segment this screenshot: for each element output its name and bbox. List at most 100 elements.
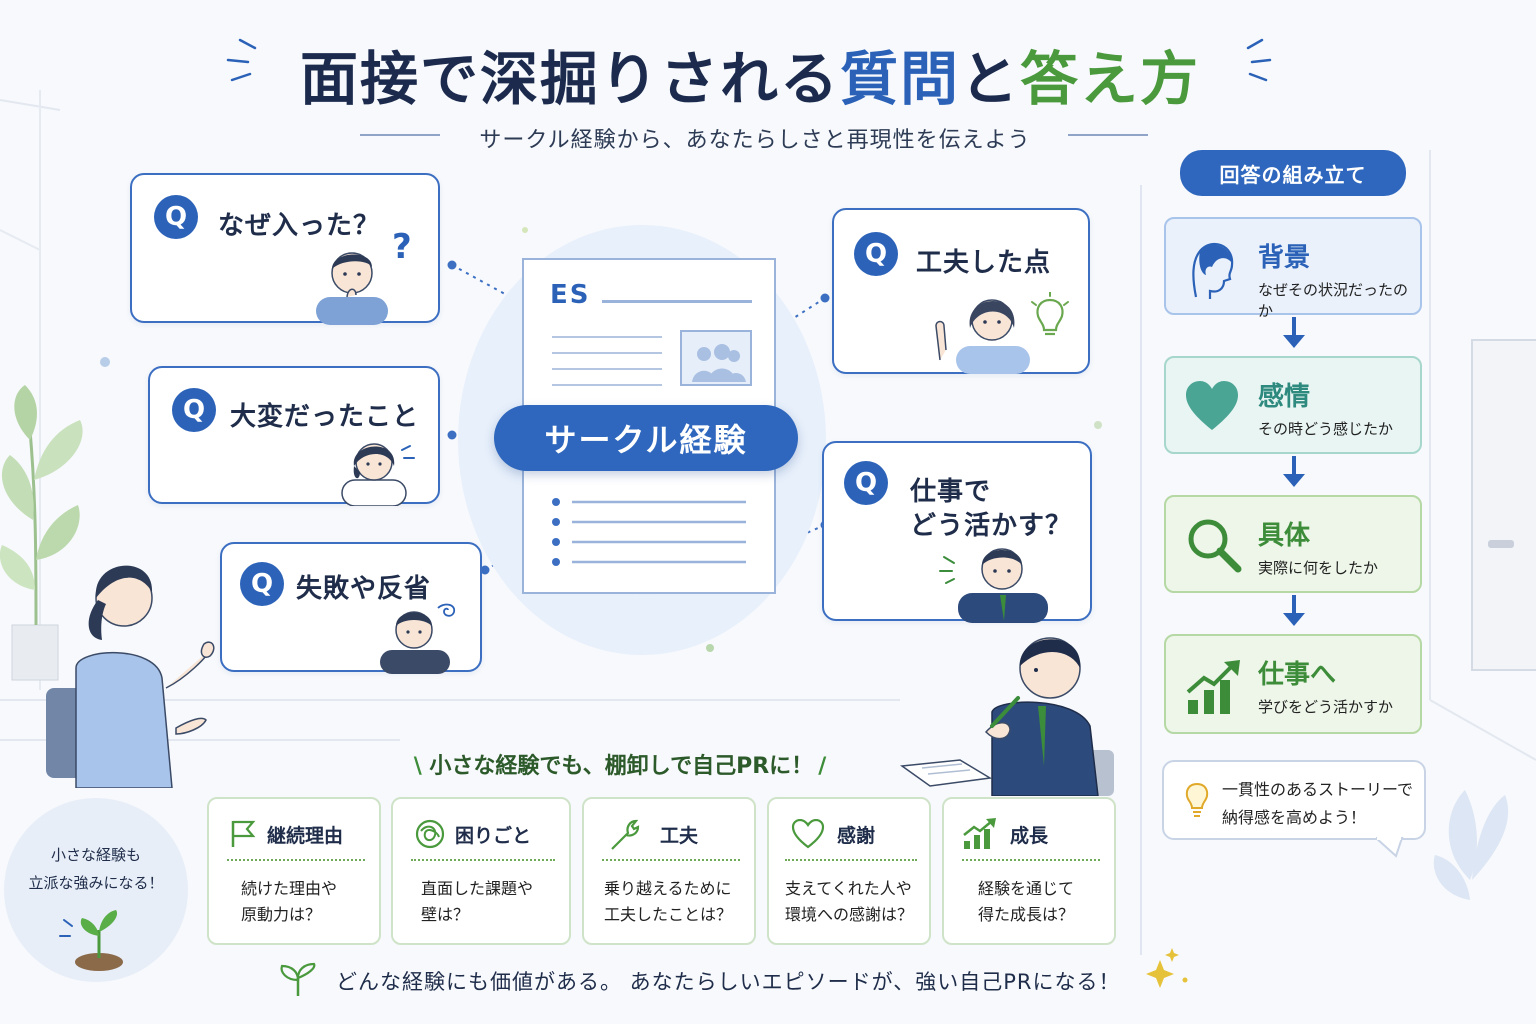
question-card-failures: Q 失敗や反省 (220, 542, 482, 674)
bullet-list (552, 498, 746, 566)
page-subtitle: サークル経験から、あなたらしさと再現性を伝えよう (479, 128, 1031, 153)
question-text: 大変だったこと (230, 402, 420, 432)
panel-divider (1140, 185, 1142, 955)
question-text: 失敗や反省 (296, 574, 432, 604)
magnifier-icon (1188, 519, 1242, 573)
inventory-card-body-line1: 続けた理由や (241, 879, 338, 898)
question-card-ingenuity: Q 工夫した点 (832, 208, 1090, 374)
tangle-icon (415, 819, 445, 849)
idea-woman-icon (935, 299, 1030, 374)
step-heading: 仕事へ (1258, 660, 1337, 690)
interviewer-man-illustration (900, 637, 1114, 796)
inventory-card-trouble: 困りごと 直面した課題や 壁は？ (391, 797, 571, 945)
sprout-badge: 小さな経験も 立派な強みになる！ (4, 798, 188, 982)
divider (227, 859, 365, 861)
inventory-card-title: 感謝 (837, 825, 876, 847)
answer-step-specifics: 具体 実際に何をしたか (1164, 495, 1422, 593)
step-subtext: その時どう感じたか (1258, 420, 1394, 438)
inventory-card-body-line2: 原動力は？ (241, 905, 322, 924)
reflecting-man-icon (380, 603, 456, 674)
inventory-card-title: 継続理由 (267, 825, 344, 847)
question-badge: Q (844, 461, 888, 505)
wrench-icon (611, 819, 640, 850)
flag-icon (231, 820, 256, 847)
question-text-line1: 仕事で (910, 477, 992, 507)
inventory-card-title: 成長 (1010, 825, 1049, 847)
tip-bubble-tail (1376, 836, 1404, 858)
question-mark-icon: ? (392, 227, 412, 267)
step-heading: 背景 (1258, 243, 1311, 273)
inventory-card-body-line2: 工夫したことは？ (604, 905, 733, 924)
footer-message: どんな経験にも価値がある。 あなたらしいエピソードが、強い自己PRになる！ (336, 970, 1121, 994)
step-heading: 具体 (1258, 521, 1311, 551)
inventory-card-body-line1: 乗り越えるために (604, 879, 732, 898)
lightbulb-icon (1185, 782, 1209, 817)
person-profile-icon (1192, 242, 1234, 299)
sprout-icon (59, 910, 123, 971)
heart-outline-icon (791, 819, 825, 849)
inventory-card-body-line1: 直面した課題や (421, 879, 534, 898)
doc-line (602, 300, 752, 303)
divider (411, 859, 555, 861)
inventory-card-body-line2: 壁は？ (421, 905, 470, 924)
step-heading: 感情 (1258, 382, 1311, 412)
inventory-card-title: 困りごと (455, 825, 532, 847)
down-arrow-icon (1283, 317, 1305, 348)
question-card-why-joined: Q なぜ入った？ ? (130, 173, 440, 325)
photo-placeholder-icon (680, 330, 752, 386)
doc-line (552, 368, 662, 370)
tip-bubble: 一貫性のあるストーリーで 納得感を高めよう！ (1162, 760, 1426, 840)
sprout-icon (280, 962, 316, 996)
tip-text-line1: 一貫性のあるストーリーで (1222, 780, 1414, 799)
lightbulb-icon (1031, 292, 1069, 336)
inventory-card-body-line1: 支えてくれた人や (785, 879, 912, 898)
interviewee-woman-illustration (46, 565, 215, 788)
tip-text-line2: 納得感を高めよう！ (1222, 808, 1367, 827)
heart-icon (1186, 381, 1238, 430)
es-label: ES (550, 280, 591, 310)
divider (962, 859, 1100, 861)
growth-chart-icon (963, 818, 996, 849)
plant-illustration (0, 385, 83, 681)
worried-woman-icon (341, 443, 415, 506)
inventory-card-body-line2: 環境への感謝は？ (785, 905, 914, 924)
inventory-card-gratitude: 感謝 支えてくれた人や 環境への感謝は？ (767, 797, 931, 945)
question-card-hardships: Q 大変だったこと (148, 366, 440, 506)
growth-chart-icon (1186, 660, 1240, 714)
subtitle-rule-left (360, 134, 440, 136)
doc-line (552, 384, 662, 386)
question-badge: Q (854, 232, 898, 276)
inventory-card-body-line2: 得た成長は？ (978, 905, 1075, 924)
inventory-card-title: 工夫 (660, 825, 699, 847)
question-text: 工夫した点 (916, 248, 1052, 278)
down-arrow-icon (1283, 595, 1305, 626)
sprout-badge-line1: 小さな経験も (50, 846, 141, 864)
down-arrow-icon (1283, 456, 1305, 487)
inventory-card-body-line1: 経験を通じて (978, 879, 1075, 898)
question-badge: Q (240, 562, 284, 606)
question-text: なぜ入った？ (218, 211, 381, 241)
step-subtext: 学びをどう活かすか (1258, 698, 1394, 716)
subtitle-rule-right (1068, 134, 1148, 136)
page-title: 面接で深掘りされる質問と答え方 (299, 45, 1201, 113)
inventory-heading-wrap: \ 小さな経験でも、棚卸しで自己PRに！ / (413, 754, 827, 779)
step-subtext: 実際に何をしたか (1258, 559, 1379, 577)
answer-step-to-work: 仕事へ 学びをどう活かすか (1164, 634, 1422, 734)
answer-step-emotion: 感情 その時どう感じたか (1164, 356, 1422, 454)
thinking-man-icon (316, 252, 388, 325)
question-badge: Q (154, 195, 198, 239)
answer-panel-title: 回答の組み立て (1180, 150, 1406, 196)
center-topic-label: サークル経験 (494, 405, 798, 471)
question-card-work-application: Q 仕事で どう活かす？ (822, 441, 1092, 623)
doc-line (552, 336, 662, 338)
divider (602, 859, 740, 861)
sprout-badge-line2: 立派な強みになる！ (28, 874, 164, 892)
answer-step-background: 背景 なぜその状況だったのか (1164, 217, 1422, 320)
inventory-card-reason: 継続理由 続けた理由や 原動力は？ (207, 797, 381, 945)
divider (785, 859, 917, 861)
question-text-line2: どう活かす？ (910, 511, 1073, 541)
doc-line (552, 352, 662, 354)
inventory-heading: 小さな経験でも、棚卸しで自己PRに！ (429, 754, 814, 779)
confident-man-icon (939, 548, 1048, 623)
